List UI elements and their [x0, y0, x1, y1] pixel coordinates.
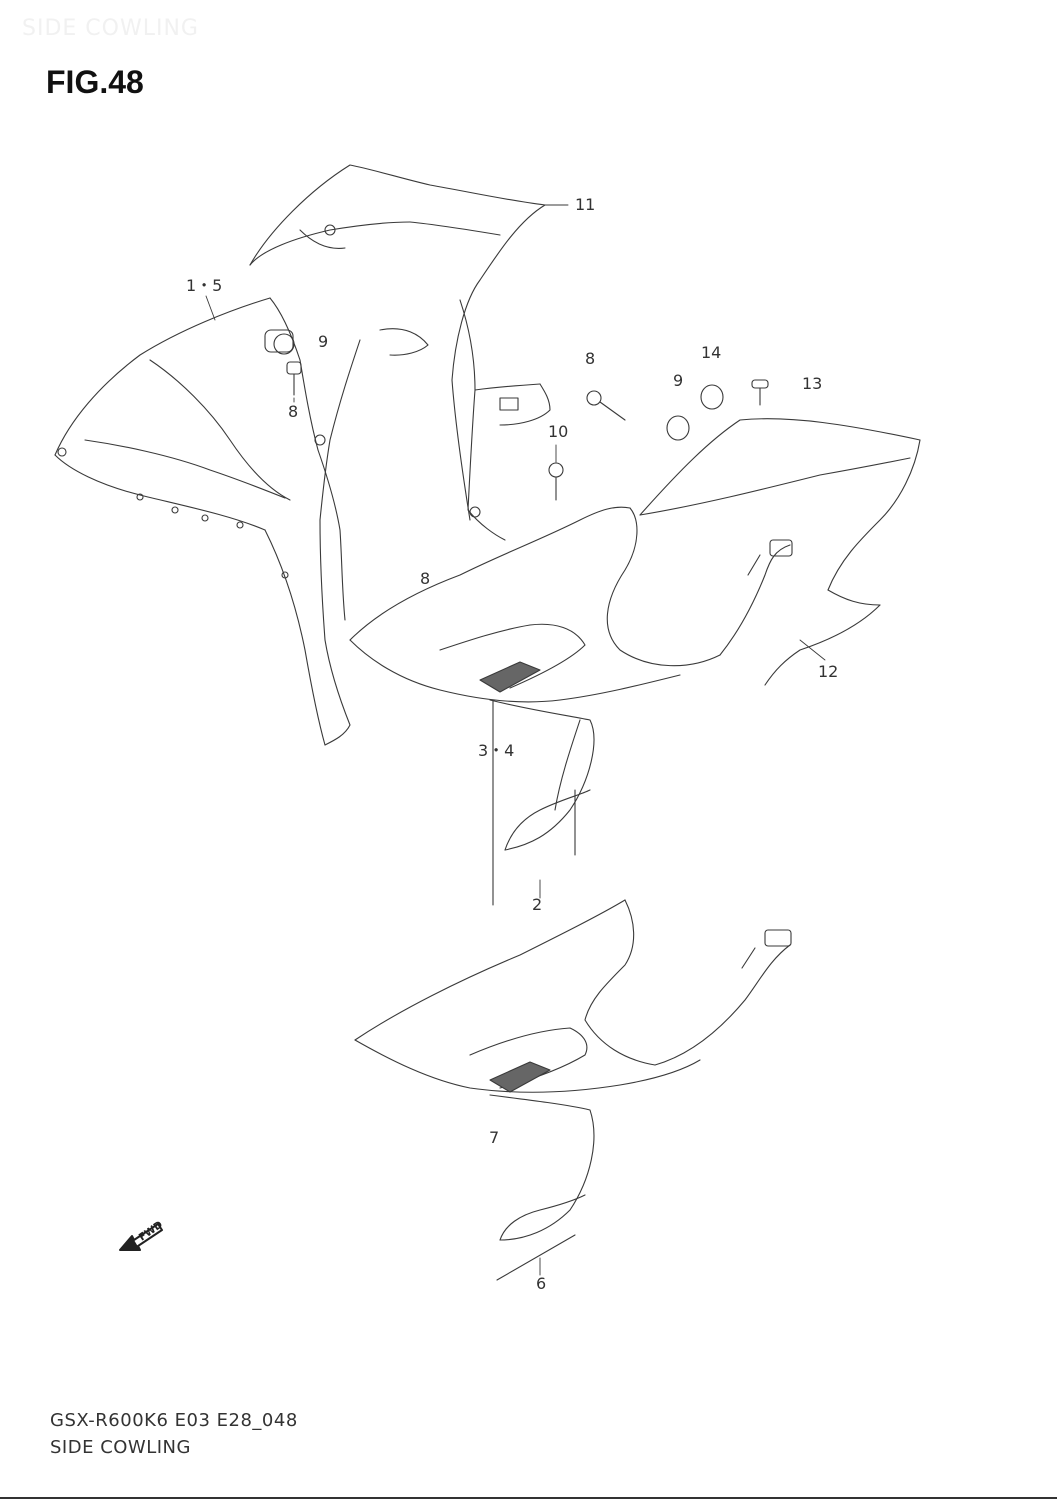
lower-cowling-part [354, 899, 792, 1281]
leader-lines [205, 204, 826, 1276]
grommet-part-9a [273, 333, 295, 355]
callout-8c: 8 [420, 569, 431, 588]
callout-9a: 9 [318, 332, 329, 351]
screw-part-13 [751, 379, 769, 406]
callout-10: 10 [548, 422, 569, 441]
middle-cowling-part [349, 506, 793, 906]
bolt-part-8a [286, 361, 302, 396]
screw-part-10 [548, 462, 564, 501]
callout-1-5: 1・5 [186, 276, 223, 295]
bolt-part-8b [586, 390, 626, 421]
callout-7: 7 [489, 1128, 500, 1147]
callout-3-4: 3・4 [478, 741, 515, 760]
bottom-border [0, 1497, 1057, 1499]
inner-panel-part-11 [459, 299, 551, 541]
right-cover-panel [639, 418, 921, 686]
callout-12: 12 [818, 662, 839, 681]
forward-arrow-icon [119, 1223, 163, 1251]
callout-11: 11 [575, 195, 596, 214]
upper-side-cowling-part [54, 164, 546, 746]
grommet-part-14 [700, 384, 724, 410]
watermark-text: SIDE COWLING [22, 16, 199, 41]
callout-2: 2 [532, 895, 543, 914]
callout-8a: 8 [288, 402, 299, 421]
callout-6: 6 [536, 1274, 547, 1293]
callout-13: 13 [802, 374, 823, 393]
grommet-part-9b [666, 415, 690, 441]
footer-caption: SIDE COWLING [50, 1437, 191, 1458]
callout-14: 14 [701, 343, 722, 362]
callout-9b: 9 [673, 371, 684, 390]
callout-8b: 8 [585, 349, 596, 368]
footer-code: GSX-R600K6 E03 E28_048 [50, 1410, 298, 1431]
figure-title: FIG.48 [46, 64, 144, 100]
